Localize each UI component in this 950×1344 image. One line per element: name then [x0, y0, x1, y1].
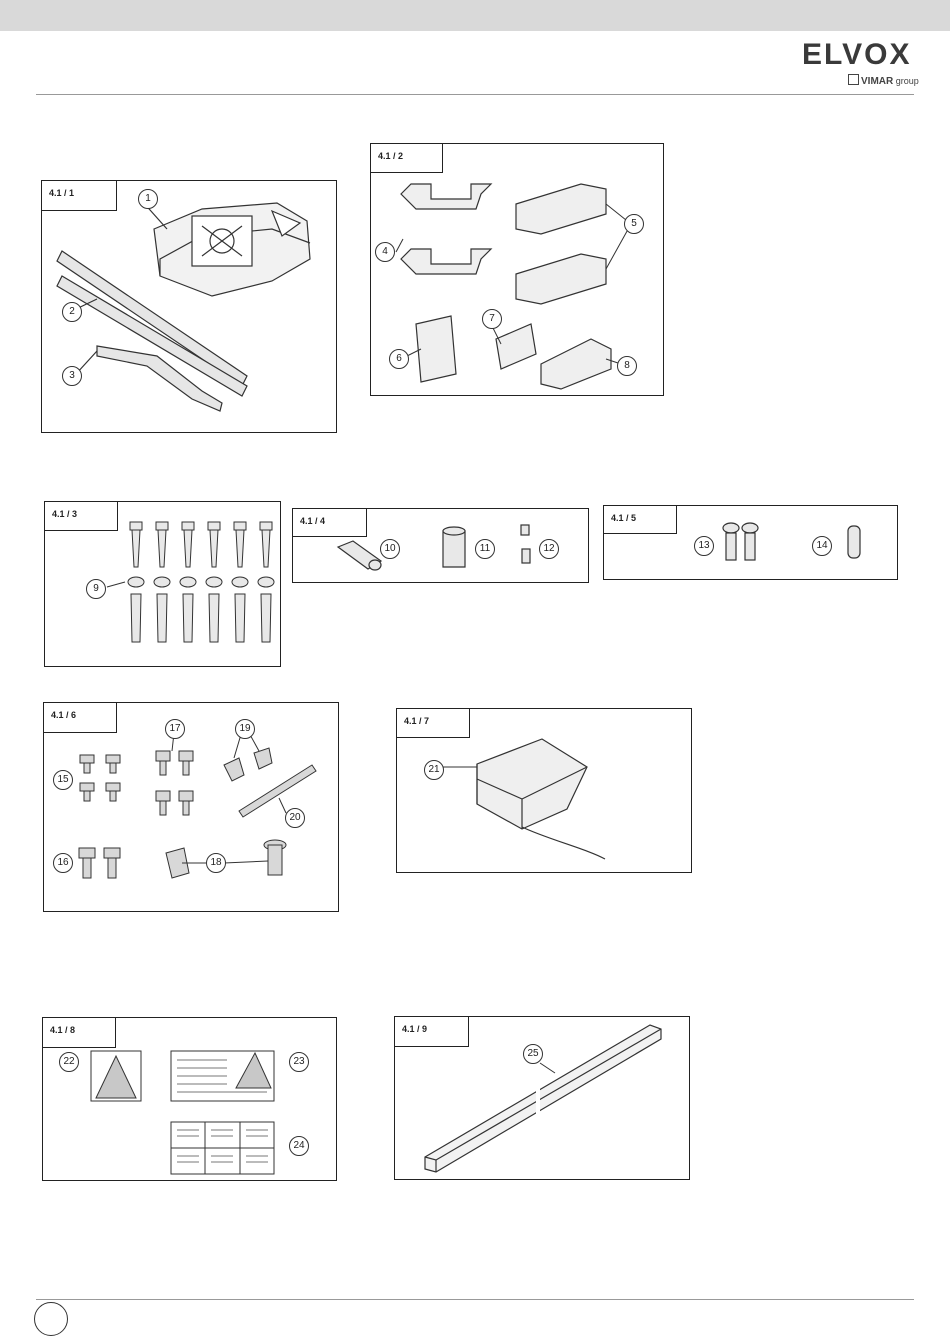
logo-sub-brand: VIMAR — [861, 76, 893, 87]
item-number: 5 — [624, 214, 644, 234]
item-number: 17 — [165, 719, 185, 739]
panel-4-1-6: 4.1 / 6 15 16 17 18 19 20 — [43, 702, 339, 912]
panel-tag: 4.1 / 4 — [292, 508, 367, 537]
item-number: 21 — [424, 760, 444, 780]
item-number: 10 — [380, 539, 400, 559]
panel-4-1-3: 4.1 / 3 9 — [44, 501, 281, 667]
item-number: 22 — [59, 1052, 79, 1072]
item-number: 16 — [53, 853, 73, 873]
panel-4-1-1: 4.1 / 1 1 2 3 — [41, 180, 337, 433]
panel-tag: 4.1 / 7 — [396, 708, 470, 738]
item-number: 11 — [475, 539, 495, 559]
item-number: 24 — [289, 1136, 309, 1156]
item-number: 3 — [62, 366, 82, 386]
panel-4-1-9: 4.1 / 9 25 — [394, 1016, 690, 1180]
panel-4-1-2: 4.1 / 2 4 5 6 7 8 — [370, 143, 664, 396]
panel-4-1-4: 4.1 / 4 10 11 12 — [292, 508, 589, 583]
logo-sub-group: group — [896, 76, 919, 86]
panel-4-1-7: 4.1 / 7 21 — [396, 708, 692, 873]
logo-text: ELVOX — [802, 38, 911, 72]
panel-tag: 4.1 / 3 — [44, 501, 118, 531]
item-number: 1 — [138, 189, 158, 209]
elvox-logo: ELVOX VIMAR group — [800, 38, 915, 90]
panel-4-1-5: 4.1 / 5 13 14 — [603, 505, 898, 580]
motor-unit-and-rails-drawing — [42, 181, 338, 434]
panel-tag: 4.1 / 9 — [394, 1016, 469, 1047]
item-number: 18 — [206, 853, 226, 873]
item-number: 8 — [617, 356, 637, 376]
logo-subtitle: VIMAR group — [848, 74, 919, 87]
panel-tag: 4.1 / 1 — [41, 180, 117, 211]
item-number: 6 — [389, 349, 409, 369]
panel-tag: 4.1 / 8 — [42, 1017, 116, 1048]
item-number: 7 — [482, 309, 502, 329]
item-number: 14 — [812, 536, 832, 556]
item-number: 9 — [86, 579, 106, 599]
item-number: 4 — [375, 242, 395, 262]
item-number: 15 — [53, 770, 73, 790]
item-number: 13 — [694, 536, 714, 556]
item-number: 25 — [523, 1044, 543, 1064]
footer-rule — [36, 1299, 914, 1300]
item-number: 12 — [539, 539, 559, 559]
top-bar — [0, 0, 950, 31]
panel-tag: 4.1 / 6 — [43, 702, 117, 733]
panel-4-1-8: 4.1 / 8 22 23 24 — [42, 1017, 337, 1181]
panel-tag: 4.1 / 2 — [370, 143, 443, 173]
header-rule — [36, 94, 914, 95]
item-number: 2 — [62, 302, 82, 322]
page-marker — [34, 1302, 68, 1336]
panel-tag: 4.1 / 5 — [603, 505, 677, 534]
vimar-box-icon — [848, 74, 859, 85]
item-number: 19 — [235, 719, 255, 739]
item-number: 20 — [285, 808, 305, 828]
item-number: 23 — [289, 1052, 309, 1072]
